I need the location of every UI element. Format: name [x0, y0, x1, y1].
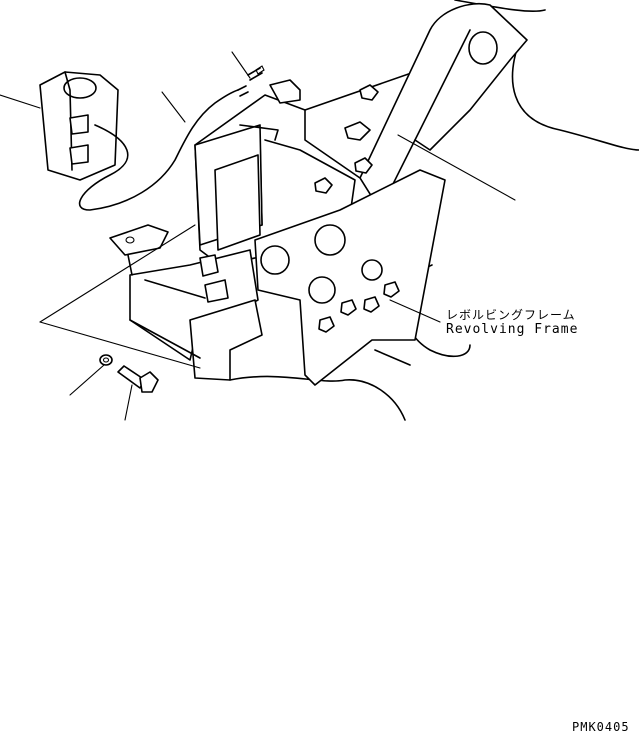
boss-hole-lower-left — [308, 276, 336, 304]
boss-nut — [363, 296, 380, 313]
leader-hose — [161, 91, 186, 123]
boom-bracket-edge — [414, 29, 471, 141]
mount-tab — [109, 224, 169, 256]
leader-washer — [69, 364, 105, 396]
leader-tank — [0, 94, 41, 109]
leader-plate-group — [39, 224, 196, 323]
side-tab-bracket — [344, 121, 371, 141]
nut-block-mid — [314, 177, 333, 194]
mount-tab-hole — [125, 236, 135, 244]
upper-tab-bracket — [269, 79, 301, 104]
frame-inner-bottom — [374, 349, 411, 366]
front-plate-inner-line — [129, 319, 201, 359]
boss-nut — [340, 299, 357, 316]
frame-label-japanese: レボルビングフレーム — [446, 308, 576, 322]
leader-frame — [397, 134, 516, 201]
reservoir-clip-upper — [69, 114, 89, 135]
front-side-plate — [189, 299, 263, 381]
boss-nut — [318, 316, 335, 333]
boss-hole-upper-left — [260, 245, 290, 275]
center-plate-front — [214, 154, 261, 251]
boss-nuts — [318, 281, 400, 333]
washer-hose — [78, 89, 239, 211]
leader-nozzle — [231, 51, 251, 79]
leader-plate-group-lower — [39, 321, 201, 369]
frame-outline-right-curve — [511, 39, 639, 151]
boss-hole-upper — [314, 224, 346, 256]
flat-washer-hole — [102, 357, 110, 363]
leader-bolt — [124, 384, 133, 421]
drawing-code: PMK0405 — [572, 720, 630, 734]
boss-nut — [383, 281, 400, 298]
frame-bottom-curve — [229, 375, 406, 421]
bolt-head — [139, 371, 159, 393]
reservoir-edge — [64, 71, 73, 171]
nut-block-side — [354, 157, 373, 174]
hose-connector — [237, 85, 249, 97]
front-plate-edge — [144, 279, 206, 299]
reservoir-cap — [63, 77, 97, 99]
frame-label-english: Revolving Frame — [446, 322, 579, 337]
small-block-left — [199, 254, 219, 277]
front-boss-plate — [254, 169, 446, 386]
frame-outline-top — [454, 0, 546, 13]
boss-hole-lower-right — [361, 259, 383, 281]
mount-tab-leg — [127, 254, 133, 276]
flat-washer — [99, 354, 113, 366]
reservoir-clip-lower — [69, 144, 89, 165]
nozzle-tip — [255, 65, 265, 75]
leader-frame-label — [389, 299, 441, 323]
nut-block-top — [359, 84, 379, 101]
top-clamp — [239, 124, 279, 141]
boom-bracket-hole — [468, 31, 498, 65]
small-block-right — [204, 279, 229, 303]
